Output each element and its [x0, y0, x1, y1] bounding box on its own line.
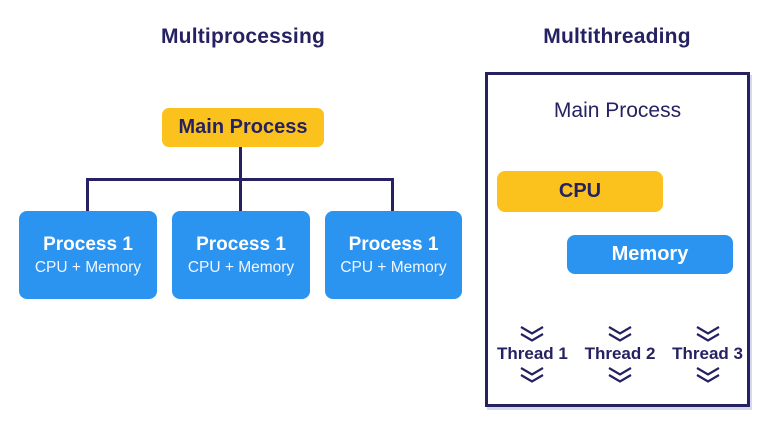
process-box-title: Process 1: [196, 233, 286, 255]
double-chevron-down-icon: [520, 326, 544, 342]
double-chevron-down-icon: [695, 326, 720, 342]
multithreading-panel: Main Process CPU Memory Thread 1: [485, 72, 750, 407]
multithreading-title: Multithreading: [543, 25, 691, 48]
thread-label: Thread 3: [672, 344, 743, 363]
process-box-subtitle: CPU + Memory: [187, 258, 295, 276]
process-box-1: Process 1 CPU + Memory: [19, 211, 157, 299]
main-process-box: Main Process: [162, 108, 324, 147]
double-chevron-down-icon: [695, 367, 720, 384]
double-chevron-down-icon: [520, 367, 544, 384]
double-chevron-down-icon: [608, 326, 632, 342]
main-process-label: Main Process: [178, 116, 308, 138]
threads-row: Thread 1 Thread 2: [497, 325, 743, 384]
memory-label: Memory: [611, 243, 689, 265]
thread-3: Thread 3: [672, 325, 743, 384]
process-box-2: Process 1 CPU + Memory: [172, 211, 310, 299]
process-box-title: Process 1: [348, 233, 439, 255]
cpu-box: CPU: [497, 171, 663, 212]
thread-1: Thread 1: [497, 325, 568, 384]
double-chevron-down-icon: [608, 367, 632, 384]
process-box-subtitle: CPU + Memory: [340, 258, 447, 276]
multiprocessing-title: Multiprocessing: [160, 25, 326, 48]
cpu-label: CPU: [558, 180, 602, 202]
process-box-title: Process 1: [43, 233, 133, 255]
panel-main-process-label: Main Process: [553, 99, 682, 122]
connector-horizontal: [86, 178, 394, 181]
connector-vertical-left: [86, 178, 89, 211]
process-box-3: Process 1 CPU + Memory: [325, 211, 462, 299]
process-box-subtitle: CPU + Memory: [34, 258, 142, 276]
memory-box: Memory: [567, 235, 733, 274]
thread-label: Thread 2: [584, 344, 656, 363]
connector-vertical-right: [391, 178, 394, 211]
thread-label: Thread 1: [497, 344, 568, 363]
thread-2: Thread 2: [584, 325, 656, 384]
